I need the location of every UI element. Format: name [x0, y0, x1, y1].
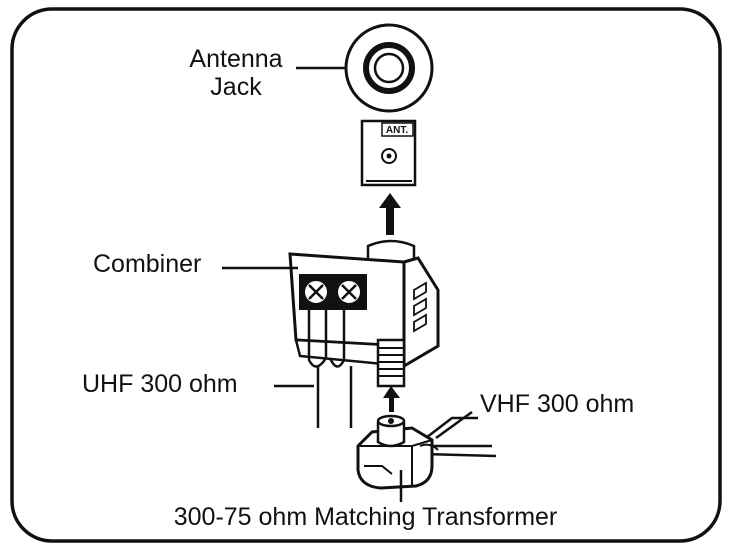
uhf-twin-lead — [307, 302, 353, 428]
uhf-label: UHF 300 ohm — [82, 370, 238, 398]
antenna-jack-label-line2: Jack — [210, 73, 262, 101]
antenna-jack-label-line1: Antenna — [189, 45, 283, 73]
connect-arrow-upper — [379, 193, 401, 235]
vhf-label: VHF 300 ohm — [480, 390, 635, 418]
f-connector — [376, 338, 406, 388]
combiner — [288, 239, 440, 369]
transformer-label: 300-75 ohm Matching Transformer — [173, 503, 558, 531]
antenna-jack — [344, 23, 434, 113]
ant-panel: ANT. — [360, 119, 417, 187]
matching-transformer — [356, 414, 497, 490]
vhf-leader-line — [435, 410, 473, 440]
antenna-jack-label: Antenna Jack — [178, 45, 294, 101]
combiner-label: Combiner — [93, 250, 202, 278]
connect-arrow-lower — [383, 386, 400, 412]
ant-marking: ANT. — [386, 125, 408, 136]
